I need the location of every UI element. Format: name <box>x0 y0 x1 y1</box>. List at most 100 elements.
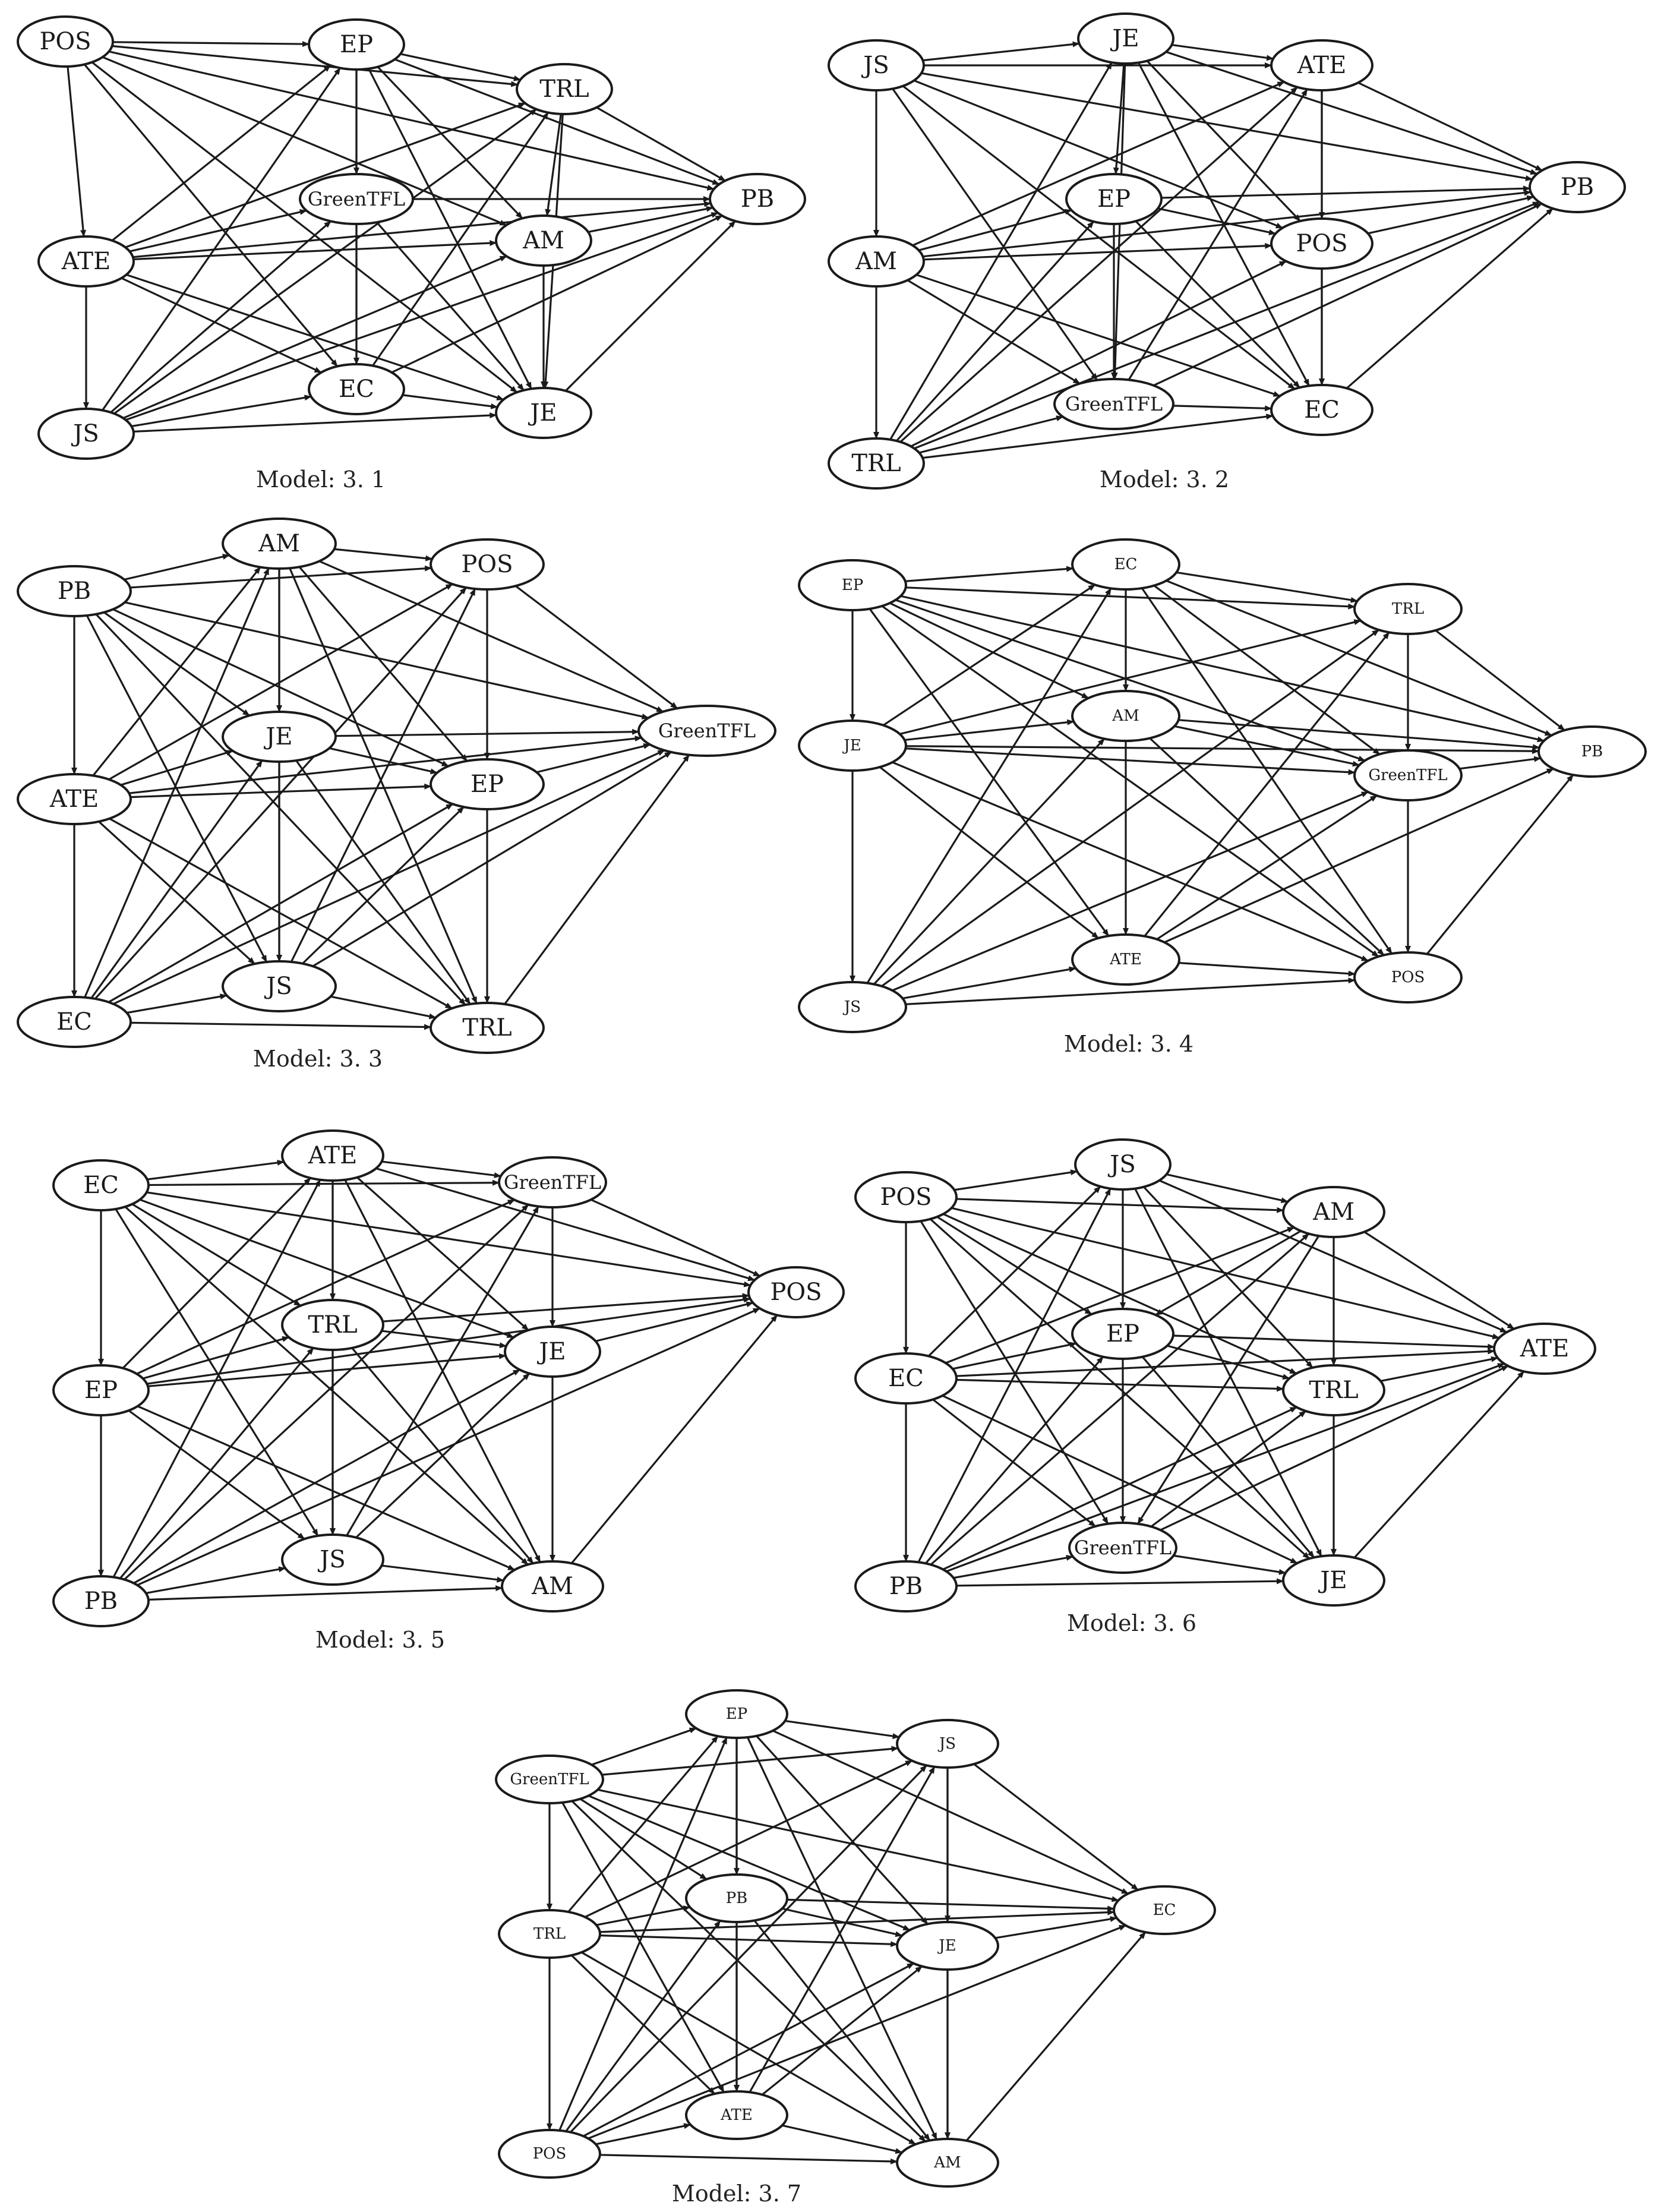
node-greentfl: GreenTFL <box>1353 749 1463 802</box>
node-je: JE <box>504 1326 601 1378</box>
node-ellipse <box>498 2129 601 2179</box>
node-label: AM <box>531 1573 573 1600</box>
edge-ate-to-greentfl <box>1156 794 1378 941</box>
edge-greentfl-to-ep <box>591 1727 697 1766</box>
edge-pos-to-pb <box>565 1920 721 2132</box>
edge-je-to-trl <box>899 619 1362 735</box>
edge-trl-to-ep <box>567 1735 719 1913</box>
node-ellipse <box>1529 161 1626 213</box>
node-label: EC <box>1153 1901 1176 1919</box>
edge-trl-to-am <box>581 1951 917 2145</box>
node-greentfl: GreenTFL <box>498 1156 607 1208</box>
edge-ec-to-ep <box>108 803 453 1004</box>
node-pos: POS <box>747 1266 845 1318</box>
edge-ec-to-pos <box>94 586 467 1000</box>
edge-greentfl-to-ate <box>1128 89 1308 381</box>
edge-am-to-greentfl <box>1136 1235 1320 1525</box>
edge-js-to-am <box>122 255 507 419</box>
edge-js-to-trl <box>881 629 1379 987</box>
node-ellipse <box>1053 378 1174 430</box>
edge-je-to-ate <box>879 766 1099 939</box>
edge-js-to-pos <box>290 588 476 963</box>
edge-trl-to-ec <box>922 414 1274 459</box>
edge-ec-to-greentfl <box>1153 585 1381 755</box>
node-ellipse <box>896 1719 999 1769</box>
edge-ep-to-trl <box>1167 1345 1290 1380</box>
node-label: GreenTFL <box>1368 766 1447 784</box>
edge-je-to-pb <box>1166 51 1538 175</box>
edge-je-to-pb <box>905 745 1540 755</box>
edge-ep-to-am <box>377 66 523 219</box>
edge-am-to-pos <box>1149 737 1385 956</box>
edge-ate-to-trl <box>125 102 526 248</box>
edge-trl-to-pos <box>383 1293 750 1323</box>
edge-ep-to-ate <box>1173 1334 1495 1350</box>
node-trl: TRL <box>498 1909 601 1959</box>
node-ellipse <box>1353 583 1463 635</box>
edge-trl-to-ec <box>599 1909 1115 1933</box>
edge-ec-to-je <box>139 1198 514 1339</box>
edge-am-to-greentfl <box>318 560 664 713</box>
node-ellipse <box>828 235 925 288</box>
edge-pos-to-je <box>929 1218 1311 1560</box>
edge-pos-to-pb <box>1426 774 1574 955</box>
edge-trl-to-pos <box>910 260 1287 447</box>
edge-greentfl-to-ec <box>1173 405 1273 412</box>
node-je: JE <box>1077 12 1174 65</box>
edge-pb-to-ate <box>112 1179 321 1578</box>
edge-ec-to-am <box>124 1206 529 1566</box>
edge-ep-to-js <box>785 1719 900 1739</box>
edge-ec-to-trl <box>131 1203 301 1307</box>
edge-ec-to-greentfl <box>932 1399 1096 1528</box>
node-label: TRL <box>851 450 901 477</box>
edge-ep-to-am <box>137 1405 516 1571</box>
edge-pos-to-greentfl <box>920 1220 1109 1525</box>
edge-greentfl-to-pos <box>591 1198 761 1277</box>
edge-pos-to-ec <box>588 1924 1126 2140</box>
node-pb: PB <box>1537 725 1647 778</box>
edge-ep-to-ate <box>122 1177 311 1369</box>
node-ellipse <box>1270 384 1373 436</box>
edge-js-to-je <box>923 41 1080 62</box>
node-label: TRL <box>533 1925 566 1943</box>
edge-js-to-am <box>873 738 1106 985</box>
edge-pos-to-am <box>956 1198 1284 1213</box>
edge-trl-to-ate <box>1380 1356 1499 1383</box>
node-label: EP <box>84 1377 118 1404</box>
node-ellipse <box>685 1689 788 1739</box>
node-ellipse <box>495 387 592 439</box>
edge-js-to-pos <box>914 79 1283 229</box>
node-js: JS <box>37 408 135 460</box>
model-caption: Model: 3. 5 <box>315 1627 445 1653</box>
edge-greentfl-to-je <box>1173 1554 1286 1575</box>
edge-pos-to-ec <box>83 64 339 367</box>
edge-ec-to-js <box>127 993 228 1014</box>
edge-am-to-greentfl <box>1174 725 1360 767</box>
edge-trl-to-greentfl <box>504 754 690 1005</box>
edge-pb-to-je <box>956 1578 1284 1587</box>
node-js: JS <box>1074 1138 1172 1191</box>
edge-ep-to-greentfl <box>536 743 651 774</box>
node-trl: TRL <box>281 1299 384 1351</box>
node-am: AM <box>495 214 592 267</box>
node-label: PB <box>726 1889 748 1907</box>
node-ec: EC <box>1113 1885 1216 1935</box>
node-ellipse <box>798 981 907 1033</box>
node-pos: POS <box>1270 217 1373 270</box>
edge-ep-to-ec <box>905 566 1074 582</box>
node-ellipse <box>498 1156 607 1208</box>
node-am: AM <box>896 2138 999 2188</box>
edge-js-to-greentfl <box>892 88 1098 381</box>
edge-ep-to-pb <box>394 58 720 185</box>
node-ellipse <box>896 1921 999 1971</box>
node-js: JS <box>798 981 907 1033</box>
edge-ec-to-js <box>115 1208 319 1536</box>
edge-js-to-greentfl <box>110 220 331 414</box>
edge-am-to-ep <box>1155 1230 1302 1316</box>
node-je: JE <box>495 387 592 439</box>
node-label: EC <box>1114 556 1138 573</box>
edge-pos-to-je <box>91 61 518 393</box>
node-trl: TRL <box>1353 583 1463 635</box>
